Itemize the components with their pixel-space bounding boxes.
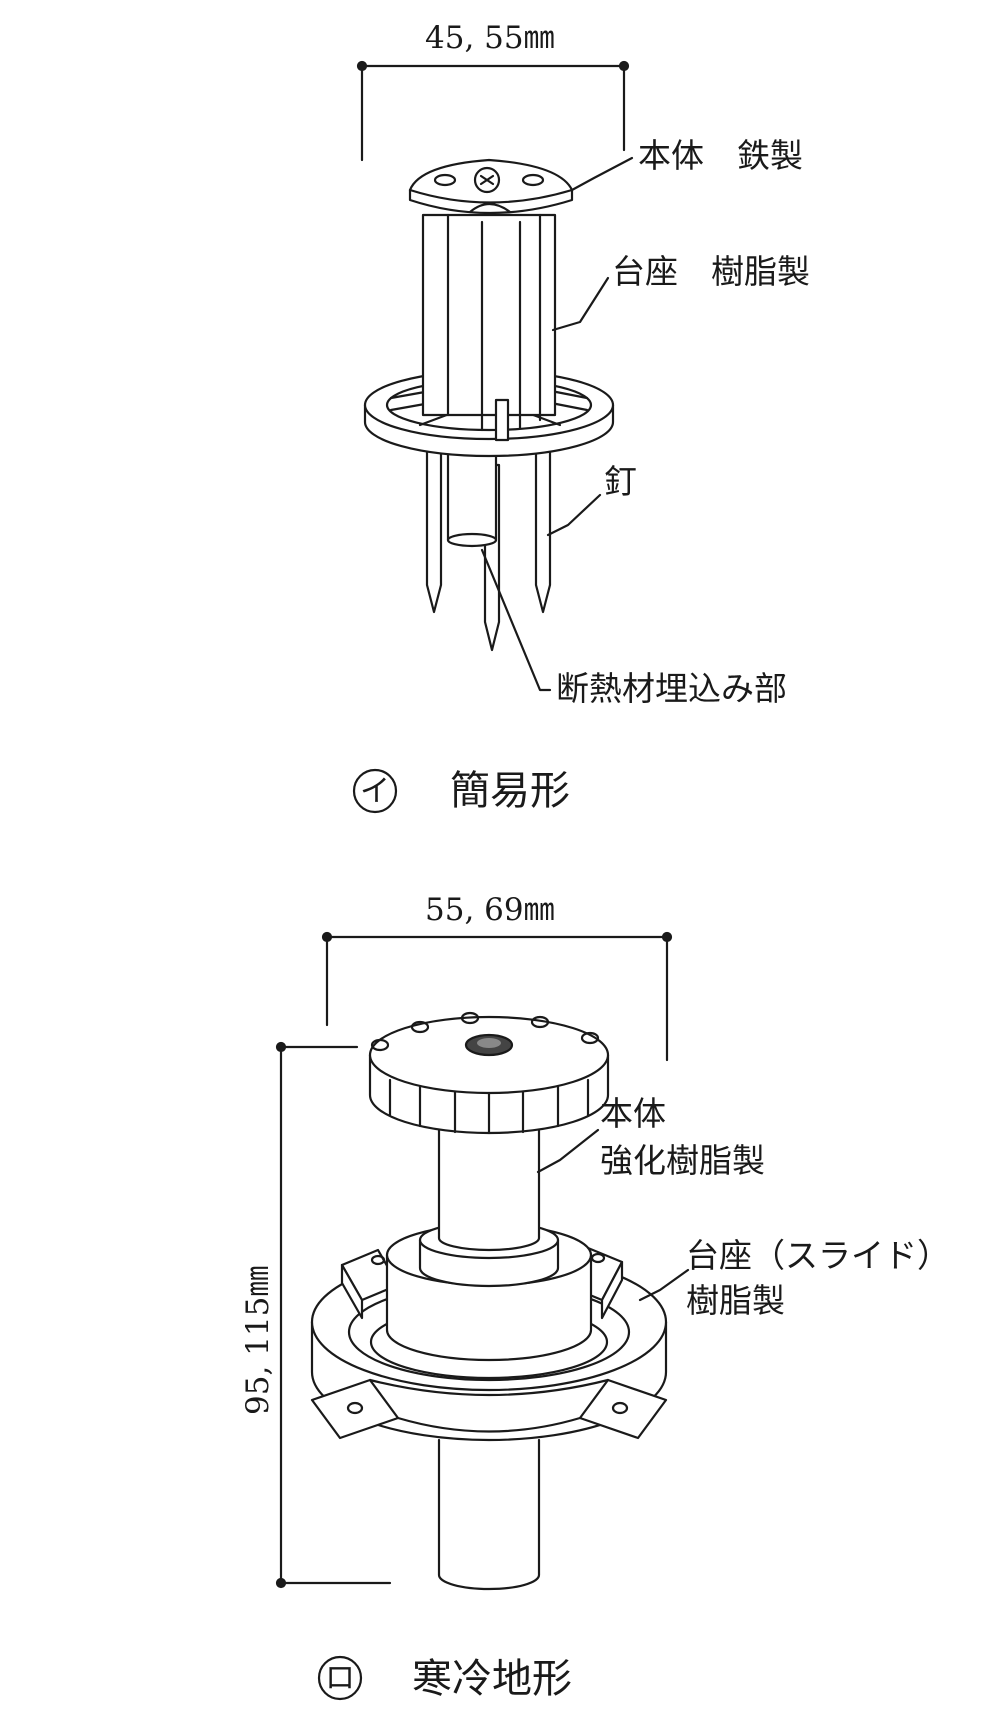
figure-b-leader-lines	[536, 1128, 690, 1302]
figure-a-marker: イ	[360, 774, 390, 809]
figure-b-lower-shaft	[437, 1438, 541, 1591]
figure-a-label-nail: 釘	[604, 462, 637, 501]
figure-a-simple-type	[356, 60, 634, 692]
figure-b-width-dimension-line	[321, 931, 673, 1062]
figure-a-leader-lines	[480, 156, 634, 692]
figure-a-marker-circle	[352, 768, 398, 814]
figure-a-caption: 簡易形	[450, 768, 570, 814]
figure-b-label-base-line1: 台座（スライド）	[686, 1236, 950, 1275]
figure-b-height-dimension-line	[275, 1041, 392, 1589]
figure-a-width-dimension: 45, 55㎜	[425, 20, 555, 56]
figure-a-label-base: 台座 樹脂製	[612, 252, 810, 291]
figure-a-width-dimension-line	[356, 60, 630, 162]
figure-b-caption: 寒冷地形	[412, 1656, 572, 1702]
figure-b-body-column	[437, 1108, 541, 1252]
figure-b-marker: ロ	[325, 1661, 355, 1696]
figure-b-height-dimension: 95, 115㎜	[240, 1266, 276, 1415]
figure-a-label-body: 本体 鉄製	[638, 136, 803, 175]
figure-b-cold-region-type	[275, 931, 690, 1591]
figure-a-top-plate	[408, 158, 574, 215]
figure-b-width-dimension: 55, 69㎜	[425, 892, 555, 928]
figure-a-label-insulation: 断熱材埋込み部	[556, 669, 787, 708]
figure-b-marker-circle	[317, 1655, 363, 1701]
figure-b-label-body-line1: 本体	[600, 1094, 666, 1133]
figure-a-body-cylinder	[421, 213, 557, 442]
figure-b-label-body-line2: 強化樹脂製	[600, 1141, 765, 1180]
figure-b-label-base-line2: 樹脂製	[686, 1281, 785, 1320]
figure-b-knurled-cap	[368, 1011, 610, 1135]
